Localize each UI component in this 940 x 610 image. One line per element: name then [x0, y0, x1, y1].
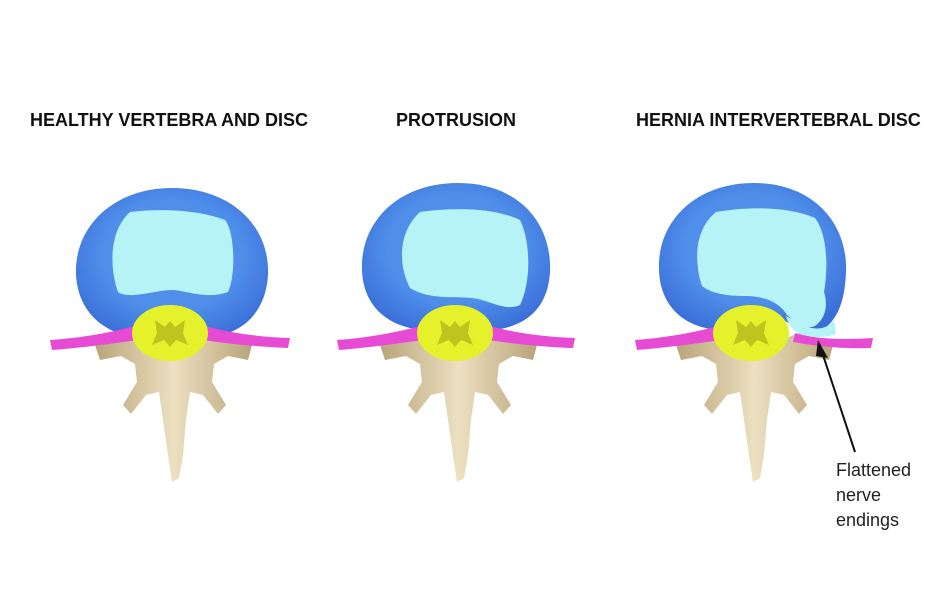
disc-nucleus [401, 209, 529, 308]
callout-line-2: nerve [836, 485, 882, 505]
callout-arrowhead [816, 340, 828, 358]
nerve-left [337, 326, 423, 350]
nerve-right [488, 326, 575, 348]
callout-line-1: Flattened [836, 460, 912, 480]
vertebral-arch [380, 333, 537, 482]
panel-title-protrusion: PROTRUSION [396, 110, 517, 130]
spinal-cord-grey-matter [437, 320, 473, 347]
panel-protrusion [337, 183, 575, 482]
panel-title-healthy: HEALTHY VERTEBRA AND DISC [30, 110, 309, 130]
disc-nucleus [112, 210, 234, 296]
callout-arrow-line [821, 351, 856, 453]
callout-flattened-nerve-endings: Flattened nerve endings [836, 458, 911, 533]
spinal-cord-grey-matter [733, 320, 769, 347]
nerve-left [50, 326, 138, 350]
vertebral-arch [676, 333, 833, 482]
nerve-left [635, 326, 721, 350]
disc-nucleus-herniated [697, 208, 827, 328]
panel-hernia [635, 183, 873, 482]
nerve-right-compressed [793, 333, 873, 349]
nerve-right [203, 326, 290, 348]
callout-line-3: endings [836, 510, 900, 530]
vertebral-arch [95, 333, 252, 482]
spinal-cord-grey-matter [152, 320, 188, 347]
panel-title-hernia: HERNIA INTERVERTEBRAL DISC [636, 110, 921, 130]
panel-healthy [50, 188, 290, 482]
herniation-bulge [786, 316, 836, 337]
